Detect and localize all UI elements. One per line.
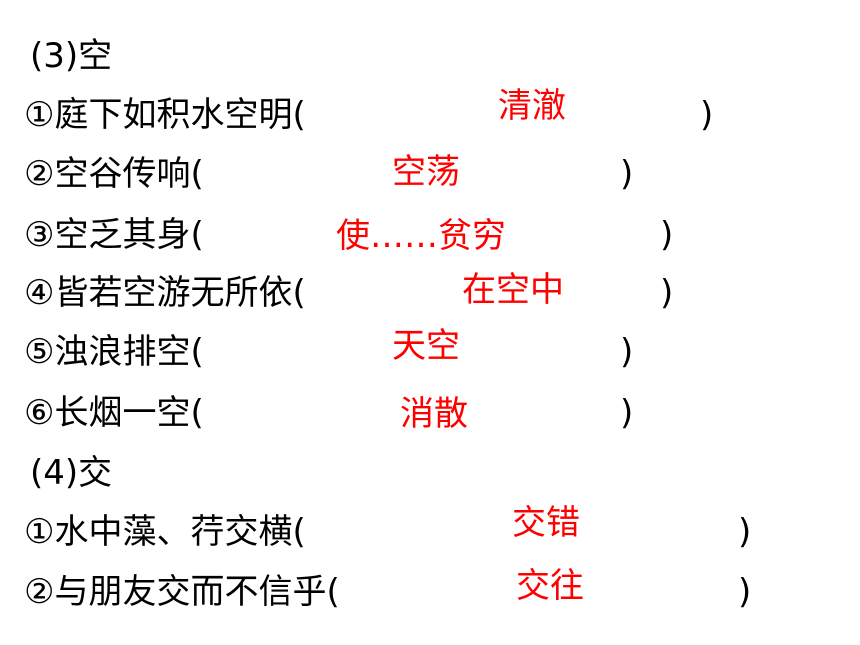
item-answer: 消散 [400, 394, 468, 434]
item-prompt: ④皆若空游无所依( [24, 273, 306, 313]
item-answer: 在空中 [462, 270, 564, 310]
item-prompt: ①水中藻、荇交横( [24, 512, 306, 552]
item-prompt: ⑥长烟一空( [24, 393, 204, 433]
item-prompt: ①庭下如积水空明( [24, 95, 306, 135]
item-close-paren: ) [738, 512, 752, 552]
item-close-paren: ) [620, 154, 634, 194]
item-close-paren: ) [660, 273, 674, 313]
item-answer: 清澈 [498, 86, 566, 126]
item-answer: 天空 [392, 326, 460, 366]
item-prompt: ⑤浊浪排空( [24, 332, 204, 372]
item-answer: 交往 [516, 566, 584, 606]
item-close-paren: ) [660, 215, 674, 255]
item-prompt: ②空谷传响( [24, 154, 204, 194]
section-heading-jiao: (4)交 [30, 453, 113, 493]
item-answer: 空荡 [392, 152, 460, 192]
item-answer: 使……贫穷 [336, 216, 506, 256]
item-close-paren: ) [620, 332, 634, 372]
item-prompt: ②与朋友交而不信乎( [24, 572, 340, 612]
item-prompt: ③空乏其身( [24, 215, 204, 255]
item-close-paren: ) [700, 95, 714, 135]
item-answer: 交错 [512, 503, 580, 543]
section-heading-kong: (3)空 [30, 36, 113, 76]
item-close-paren: ) [738, 572, 752, 612]
item-close-paren: ) [620, 393, 634, 433]
